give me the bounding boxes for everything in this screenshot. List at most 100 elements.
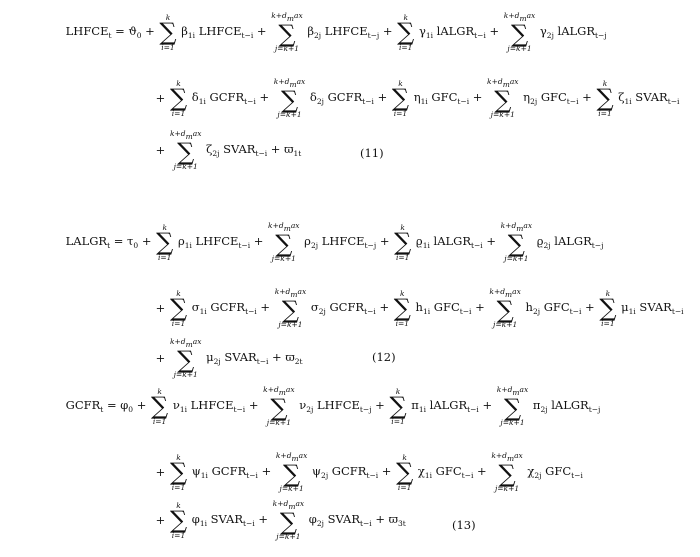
sum-upper-limit: k — [165, 12, 171, 22]
summation-operator: k+dmax∑j=k+1 — [271, 12, 302, 53]
equation-number: (11) — [360, 146, 384, 160]
equation-term: ψ2j GCFRt−i + — [308, 463, 396, 480]
summation-operator: k+dmax∑j=k+1 — [268, 222, 299, 263]
summation-operator: k∑i=1 — [159, 12, 177, 52]
sum-upper-limit: k+dmax — [487, 77, 519, 89]
sum-lower-limit: j=k+1 — [276, 532, 301, 542]
equation-term: ϱ2j lALGRt−j — [533, 233, 604, 250]
equation-term: ϱ1i lALGRt−i + — [412, 233, 500, 250]
sigma-symbol: ∑ — [280, 85, 299, 114]
sum-upper-limit: k+dmax — [268, 221, 300, 233]
sigma-symbol: ∑ — [177, 137, 195, 166]
summation-operator: k∑i=1 — [389, 386, 407, 426]
sum-lower-limit: j=k+1 — [271, 254, 296, 264]
sigma-symbol: ∑ — [391, 84, 410, 112]
summation-operator: k∑i=1 — [169, 289, 188, 328]
sum-upper-limit: k — [176, 500, 181, 510]
equation-term: + — [152, 142, 169, 157]
sigma-symbol: ∑ — [169, 294, 188, 322]
sigma-symbol: ∑ — [498, 459, 516, 488]
summation-operator: k+dmax∑j=k+1 — [274, 78, 305, 119]
sigma-symbol: ∑ — [496, 295, 514, 324]
sum-upper-limit: k — [395, 386, 401, 396]
sum-lower-limit: j=k+1 — [274, 44, 300, 54]
sum-upper-limit: k — [602, 78, 608, 88]
summation-operator: k∑i=1 — [151, 386, 169, 426]
equation-term: + — [152, 464, 169, 479]
sum-lower-limit: j=k+1 — [494, 484, 520, 494]
sigma-symbol: ∑ — [270, 393, 288, 422]
summation-operator: k+dmax∑j=k+1 — [170, 130, 201, 171]
summation-operator: k+dmax∑j=k+1 — [501, 222, 532, 263]
equation-term: μ2j SVARt−i + ϖ2t — [202, 349, 303, 366]
equation-line: + k∑i=1 σ1i GCFRt−i + k+dmax∑j=k+1 σ2j G… — [152, 288, 687, 329]
equation-term: χ1i GFCt−i + — [414, 463, 491, 480]
sigma-symbol: ∑ — [169, 458, 188, 486]
sum-lower-limit: i=1 — [171, 482, 186, 492]
summation-operator: k+dmax∑j=k+1 — [263, 386, 294, 427]
sum-lower-limit: j=k+1 — [173, 162, 198, 172]
sigma-symbol: ∑ — [389, 392, 407, 420]
sum-lower-limit: i=1 — [598, 108, 612, 118]
summation-operator: k+dmax∑j=k+1 — [491, 452, 522, 493]
sum-upper-limit: k — [157, 386, 162, 396]
summation-operator: k∑i=1 — [599, 289, 617, 328]
equation-term: ν1i LHFCEt−i + — [169, 397, 263, 414]
sigma-symbol: ∑ — [599, 294, 617, 322]
summation-operator: k+dmax∑j=k+1 — [497, 386, 528, 427]
sum-upper-limit: k — [402, 452, 407, 462]
equation-line: + k∑i=1 ψ1i GCFRt−i + k+dmax∑j=k+1 ψ2j G… — [152, 452, 587, 493]
equation-term: σ1i GCFRt−i + — [188, 299, 274, 316]
sum-upper-limit: k+dmax — [500, 221, 533, 233]
equation-term: LHFCEt = ϑ0 + — [62, 23, 159, 40]
sum-upper-limit: k+dmax — [491, 451, 523, 463]
summation-operator: k+dmax∑j=k+1 — [487, 78, 518, 119]
summation-operator: k∑i=1 — [396, 452, 414, 492]
summation-operator: k∑i=1 — [397, 12, 414, 52]
equation-term: ζ1i SVARt−i — [614, 89, 680, 106]
equation-term: π1i lALGRt−i + — [407, 397, 496, 414]
equation-term: ζ2j SVARt−i + ϖ1t — [202, 141, 302, 158]
equation-number: (12) — [372, 350, 396, 364]
sum-lower-limit: j=k+1 — [500, 418, 525, 428]
equation-line: GCFRt = φ0 + k∑i=1 ν1i LHFCEt−i + k+dmax… — [62, 386, 604, 427]
summation-operator: k+dmax∑j=k+1 — [276, 452, 307, 493]
summation-operator: k+dmax∑j=k+1 — [504, 12, 535, 53]
summation-operator: k+dmax∑j=k+1 — [273, 500, 304, 541]
sigma-symbol: ∑ — [151, 392, 169, 420]
summation-operator: k∑i=1 — [596, 78, 614, 118]
sum-upper-limit: k+dmax — [489, 287, 521, 299]
summation-operator: k∑i=1 — [169, 452, 188, 492]
sum-lower-limit: j=k+1 — [173, 370, 198, 380]
sigma-symbol: ∑ — [507, 229, 525, 258]
sum-upper-limit: k — [176, 452, 181, 462]
sigma-symbol: ∑ — [503, 393, 522, 422]
sigma-symbol: ∑ — [159, 18, 177, 46]
sum-upper-limit: k+dmax — [275, 451, 308, 463]
sigma-symbol: ∑ — [596, 84, 614, 112]
equation-term: ρ2j LHFCEt−j + — [300, 233, 394, 250]
sum-lower-limit: i=1 — [397, 482, 412, 492]
sum-upper-limit: k — [398, 78, 403, 88]
equation-term: χ2j GFCt−i — [523, 463, 583, 480]
sigma-symbol: ∑ — [510, 19, 529, 48]
sigma-symbol: ∑ — [396, 458, 414, 486]
summation-operator: k∑i=1 — [156, 223, 173, 262]
equation-term: γ1i lALGRt−i + — [415, 23, 503, 40]
sum-upper-limit: k — [176, 78, 181, 88]
sum-lower-limit: i=1 — [161, 42, 175, 52]
equation-number: (13) — [452, 518, 476, 532]
sum-lower-limit: j=k+1 — [507, 44, 532, 54]
summation-operator: k∑i=1 — [170, 500, 187, 540]
equation-term: δ2j GCFRt−i + — [306, 89, 391, 106]
equation-term: δ1i GCFRt−i + — [188, 89, 273, 106]
sum-upper-limit: k+dmax — [263, 385, 295, 397]
sum-upper-limit: k — [403, 12, 409, 22]
equation-term: + — [152, 300, 169, 315]
equation-term: η2j GFCt−i + — [519, 89, 596, 106]
equation-line: LHFCEt = ϑ0 + k∑i=1 β1i LHFCEt−i + k+dma… — [62, 12, 610, 53]
sigma-symbol: ∑ — [275, 229, 293, 258]
summation-operator: k∑i=1 — [394, 223, 411, 262]
sigma-symbol: ∑ — [283, 459, 301, 488]
